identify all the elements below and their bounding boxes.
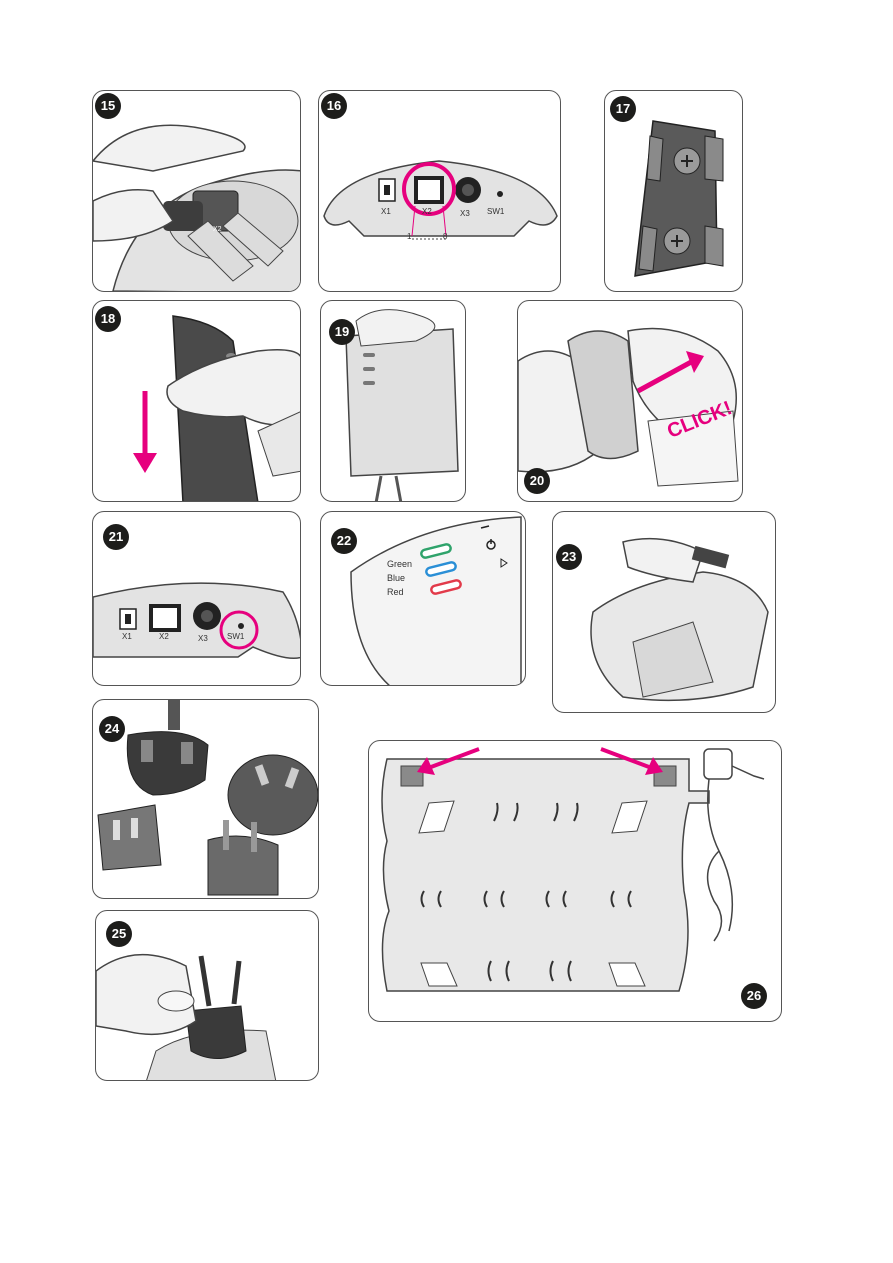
led-label-blue: Blue: [387, 573, 406, 583]
step-number-badge: 20: [524, 468, 550, 494]
led-label-green: Green: [387, 559, 413, 569]
step-18-illustration: [133, 315, 300, 501]
step-21-panel: 21 X1 X2 X3 SW1: [92, 511, 301, 686]
step-number-badge: 21: [103, 524, 129, 550]
step-number-badge: 25: [106, 921, 132, 947]
step-22-illustration: [350, 516, 522, 685]
step-24-illustration: [97, 700, 318, 896]
step-24-panel: 24: [92, 699, 319, 899]
step-17-illustration: [634, 120, 724, 277]
step-number-badge: 26: [741, 983, 767, 1009]
step-number-badge: 24: [99, 716, 125, 742]
step-19-illustration: [345, 309, 459, 501]
port-label-sw1: SW1: [487, 207, 505, 216]
led-label-red: Red: [387, 587, 404, 597]
step-19-panel: 19: [320, 300, 466, 502]
step-20-illustration: [518, 327, 739, 487]
svg-text:X2: X2: [213, 226, 222, 233]
step-20-panel: 20 CLICK!: [517, 300, 743, 502]
port-label-x2: X2: [159, 632, 169, 641]
step-15-illustration: X2: [93, 124, 300, 291]
port-label-sw1: SW1: [227, 632, 245, 641]
port-label-x1: X1: [122, 632, 132, 641]
step-18-panel: 18: [92, 300, 301, 502]
step-23-panel: 23: [552, 511, 776, 713]
port-label-x1: X1: [381, 207, 391, 216]
step-23-illustration: [590, 537, 769, 702]
step-17-panel: 17: [604, 90, 743, 292]
step-number-badge: 18: [95, 306, 121, 332]
step-number-badge: 15: [95, 93, 121, 119]
step-number-badge: 23: [556, 544, 582, 570]
step-number-badge: 19: [329, 319, 355, 345]
step-22-panel: 22 Green Blue Red: [320, 511, 526, 686]
step-16-panel: 16 X1 X2 X3 SW1 1 8: [318, 90, 561, 292]
step-number-badge: 16: [321, 93, 347, 119]
pin-label-1: 1: [407, 232, 412, 241]
port-label-x3: X3: [198, 634, 208, 643]
step-25-illustration: [96, 953, 277, 1080]
step-26-panel: 26: [368, 740, 782, 1022]
pin-label-8: 8: [443, 232, 448, 241]
step-number-badge: 17: [610, 96, 636, 122]
step-15-panel: 15 X2: [92, 90, 301, 292]
step-26-illustration: [381, 747, 765, 992]
port-label-x2: X2: [422, 207, 432, 216]
step-25-panel: 25: [95, 910, 319, 1081]
step-21-illustration: [93, 582, 300, 659]
step-16-illustration: [323, 160, 558, 240]
step-number-badge: 22: [331, 528, 357, 554]
port-label-x3: X3: [460, 209, 470, 218]
